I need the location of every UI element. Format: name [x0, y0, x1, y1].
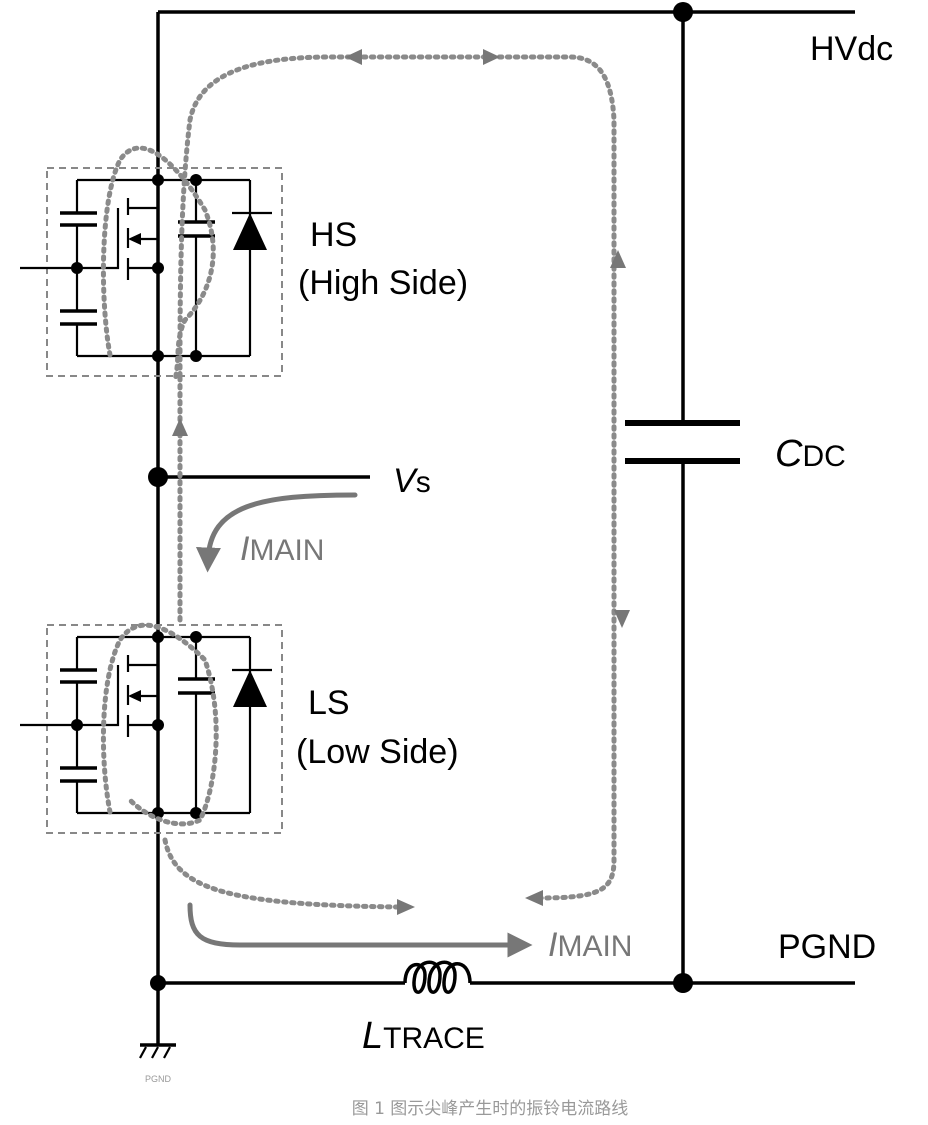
wiring — [148, 2, 855, 1045]
arrow-right-icon — [397, 899, 415, 915]
pgnd-label: PGND — [778, 928, 876, 966]
ringing-current-path — [100, 49, 630, 915]
dc-link-capacitor — [625, 420, 740, 464]
cdc-label: CDC — [775, 433, 846, 475]
ls-label: LS — [308, 684, 350, 722]
ground-node — [150, 975, 166, 991]
figure-caption: 图 1 图示尖峰产生时的振铃电流路线 — [352, 1099, 629, 1119]
trace-inductor — [403, 960, 472, 994]
hvdc-label: HVdc — [810, 30, 893, 68]
vs-label: Vs — [393, 462, 431, 500]
hvdc-node — [673, 2, 693, 22]
pgnd-node — [673, 973, 693, 993]
ground-symbol — [139, 1043, 176, 1059]
arrow-up-icon — [172, 418, 188, 436]
low-side-switch — [18, 623, 284, 835]
arrow-up-icon — [610, 250, 626, 268]
imain-label-bottom: IMAIN — [548, 926, 632, 964]
main-current-arrows — [187, 492, 533, 958]
ls-description: (Low Side) — [296, 733, 459, 771]
imain-label: IMAIN — [240, 530, 324, 568]
arrow-down-icon — [614, 610, 630, 628]
high-side-switch — [18, 166, 284, 378]
vs-node — [148, 467, 168, 487]
hs-description: (High Side) — [298, 264, 468, 302]
hs-label: HS — [310, 216, 357, 254]
ltrace-label: LTRACE — [362, 1015, 485, 1057]
ground-label: PGND — [145, 1074, 172, 1084]
arrow-right-icon — [483, 49, 500, 65]
arrow-left-icon — [345, 49, 362, 65]
arrow-left-icon — [525, 890, 543, 906]
